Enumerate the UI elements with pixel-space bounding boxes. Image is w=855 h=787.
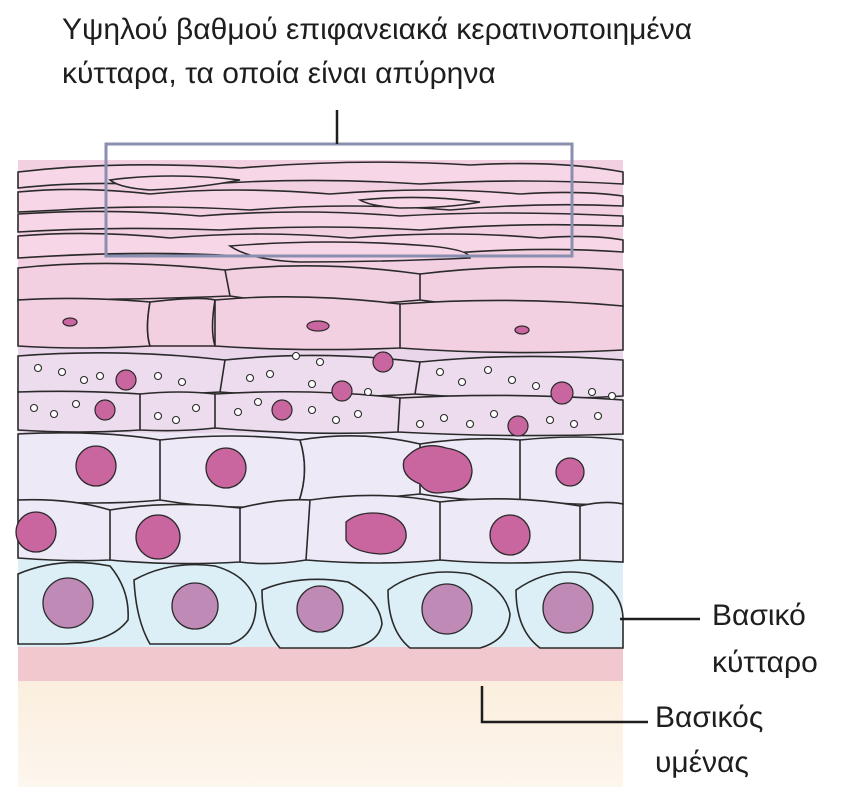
flattened-cells: [18, 263, 623, 352]
basement-membrane-label-line2: υμένας: [655, 745, 749, 781]
basal-cell-label-line2: κύτταρο: [712, 645, 818, 681]
dermis-region: [18, 678, 623, 787]
basement-membrane: [18, 645, 623, 681]
basement-membrane-label-line1: Βασικός: [655, 700, 763, 736]
keratinized-cells-label-line1: Υψηλού βαθμού επιφανειακά κερατινοποιημέ…: [62, 12, 692, 48]
keratinized-cells-label-line2: κύτταρα, τα οποία είναι απύρηνα: [62, 56, 496, 92]
basal-cell-label-line1: Βασικό: [712, 598, 806, 634]
